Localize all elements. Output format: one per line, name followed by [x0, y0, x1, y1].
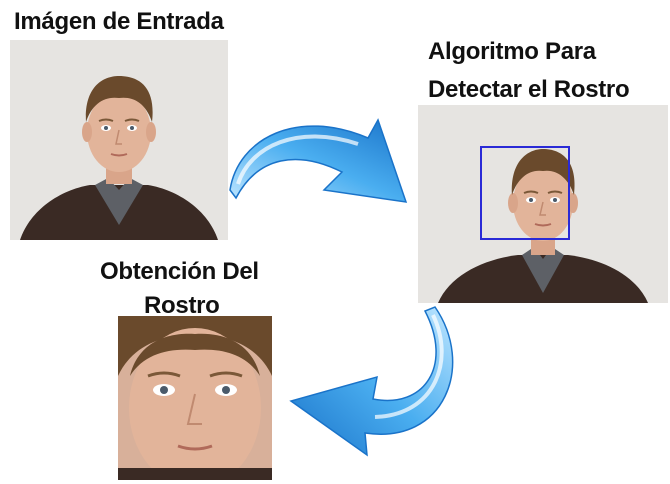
curved-arrow-right-icon — [228, 98, 410, 210]
face-detection-box — [480, 146, 570, 240]
curved-arrow-left-icon — [285, 305, 467, 460]
detect-algorithm-label-line1: Algoritmo Para — [428, 38, 596, 65]
cropped-face-photo — [118, 316, 272, 480]
input-photo — [10, 40, 228, 240]
output-face-label-line2: Rostro — [144, 292, 220, 319]
detection-photo — [418, 105, 668, 303]
detect-algorithm-label-line2: Detectar el Rostro — [428, 76, 630, 103]
input-image-label: Imágen de Entrada — [14, 8, 224, 35]
output-face-label-line1: Obtención Del — [100, 258, 259, 285]
